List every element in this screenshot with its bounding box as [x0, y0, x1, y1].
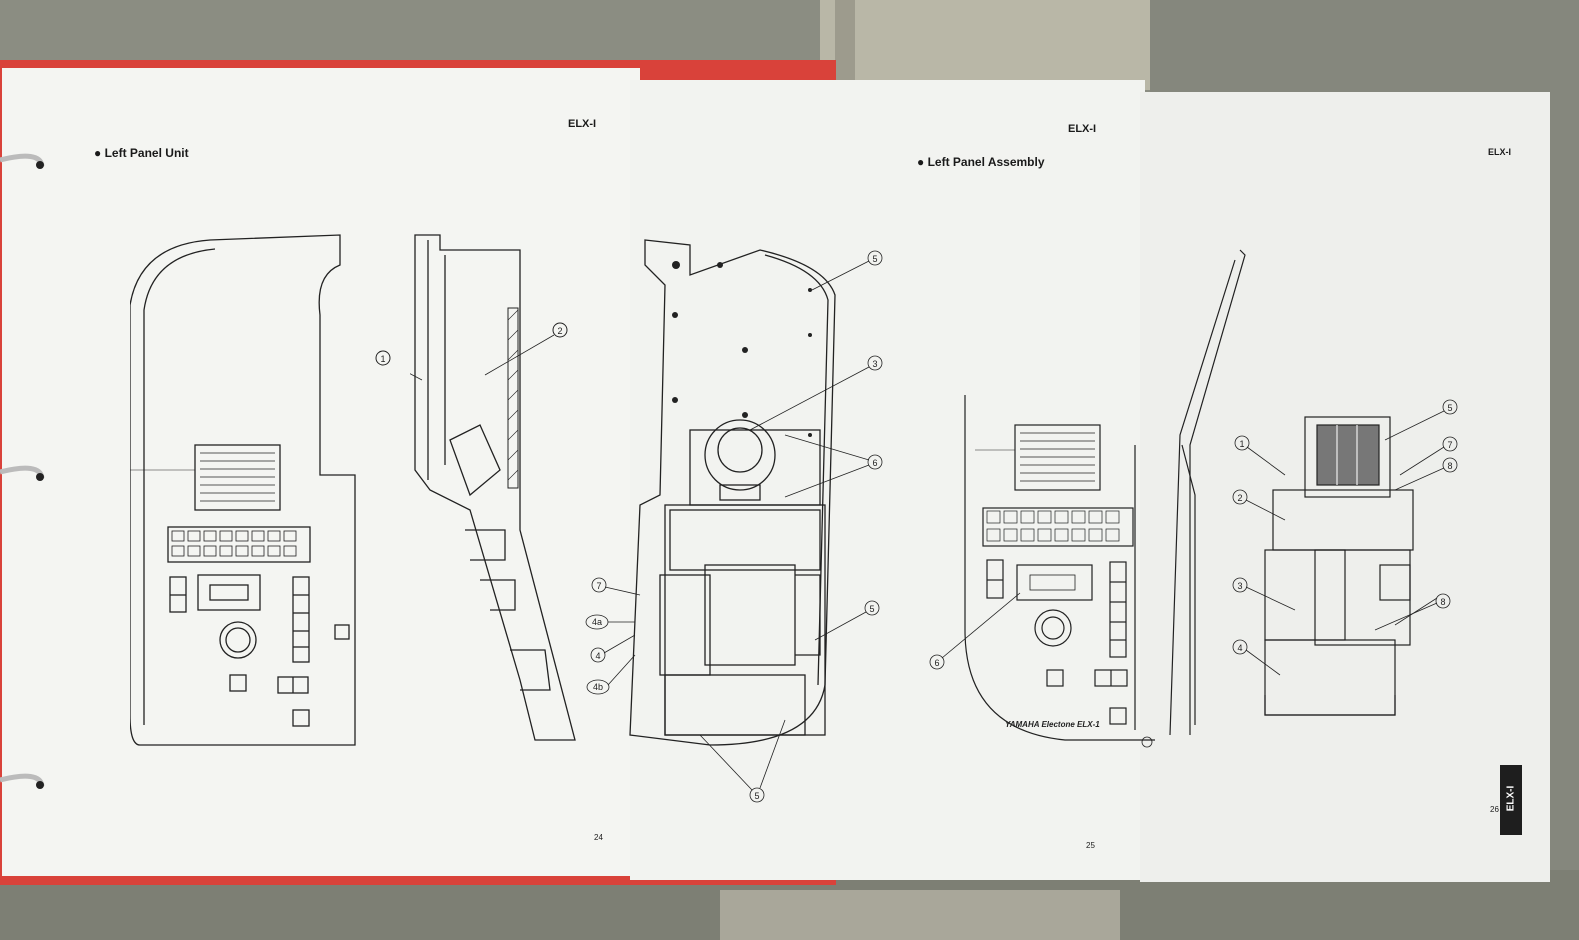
- callout-r5: 5: [1447, 403, 1452, 413]
- middle-page-header: ELX-I: [1068, 123, 1097, 135]
- callout-4b: 4b: [593, 682, 603, 692]
- right-page-side-drawing: [1169, 249, 1246, 736]
- callout-7: 7: [596, 581, 601, 591]
- callout-1: 1: [380, 354, 385, 364]
- right-page-header: ELX-I: [1488, 147, 1512, 157]
- right-page-number: 26: [1490, 805, 1499, 814]
- left-panel-side-drawing: 2: [410, 234, 576, 741]
- middle-page-number: 25: [1086, 841, 1095, 850]
- left-page-header: ELX-I: [568, 118, 597, 130]
- left-panel-front-assembly-drawing: YAMAHA Electone ELX-1 6: [929, 395, 1155, 748]
- callout-r4: 4: [1237, 643, 1242, 653]
- left-panel-front-drawing: [130, 234, 356, 746]
- callout-5-top: 5: [872, 254, 877, 264]
- right-page-side-tab: ELX-I: [1500, 765, 1522, 835]
- callout-r2: 2: [1237, 493, 1242, 503]
- left-page-title: ● Left Panel Unit: [94, 146, 189, 160]
- middle-page-title: ● Left Panel Assembly: [917, 155, 1045, 169]
- left-page-title-text: Left Panel Unit: [104, 146, 189, 160]
- callout-r3: 3: [1237, 581, 1242, 591]
- callout-5-mid: 5: [869, 604, 874, 614]
- binder-rings: [0, 153, 45, 789]
- left-page-number: 24: [594, 833, 603, 842]
- callout-4: 4: [595, 651, 600, 661]
- callout-r7: 7: [1447, 440, 1452, 450]
- callout-r8-bottom: 8: [1440, 597, 1445, 607]
- brand-label: YAMAHA Electone ELX-1: [1005, 720, 1100, 729]
- right-page: [1140, 92, 1550, 882]
- side-tab-label: ELX-I: [1505, 785, 1517, 812]
- callout-r1: 1: [1239, 439, 1244, 449]
- callout-6-front: 6: [934, 658, 939, 668]
- callout-1-circle: 1: [375, 350, 391, 366]
- left-panel-assembly-drawing: 5 3 6 7 4a 4 4b 5 5: [585, 239, 883, 803]
- middle-page-title-text: Left Panel Assembly: [927, 155, 1045, 169]
- callout-5-bottom: 5: [754, 791, 759, 801]
- callout-6: 6: [872, 458, 877, 468]
- callout-2: 2: [557, 326, 562, 336]
- right-page-assembly-drawing: 1 5 7 8 2 3 8 4: [1232, 399, 1458, 716]
- left-page: [2, 68, 640, 876]
- callout-4a: 4a: [592, 617, 602, 627]
- callout-r8-top: 8: [1447, 461, 1452, 471]
- callout-3: 3: [872, 359, 877, 369]
